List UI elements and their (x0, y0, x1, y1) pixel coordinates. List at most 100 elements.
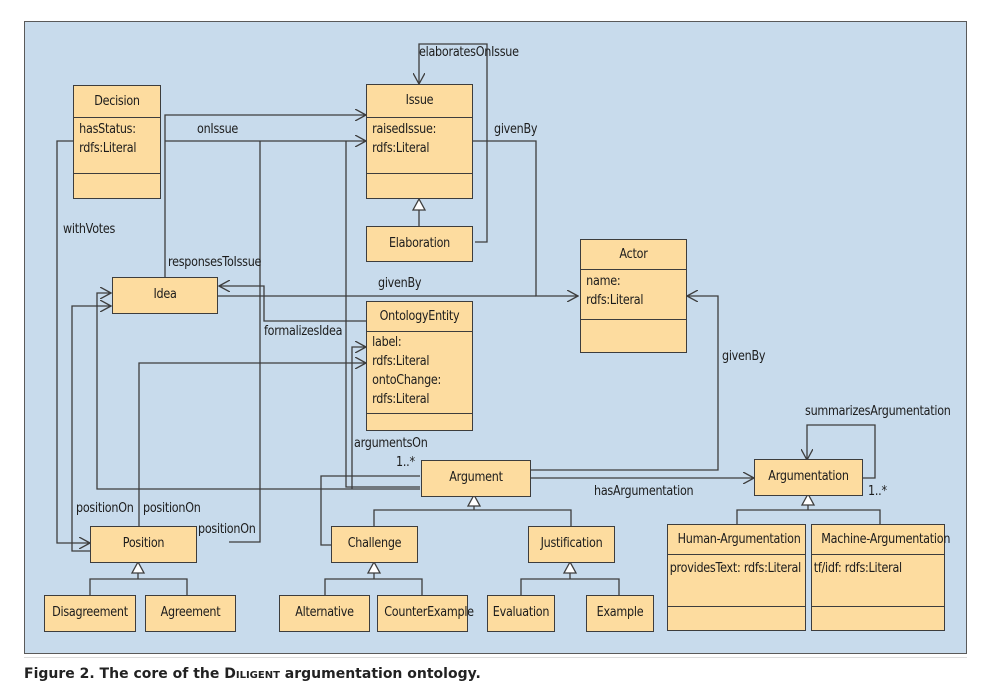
label-responses-to-issue: responsesToIssue (168, 255, 262, 270)
label-argumentation-multiplicity: 1..* (868, 484, 887, 499)
class-ontology-entity: OntologyEntity label: rdfs:Literal ontoC… (366, 301, 473, 431)
class-argument-name: Argument (449, 470, 503, 485)
class-position: Position (90, 526, 197, 563)
class-alternative-name: Alternative (295, 605, 354, 620)
divider (812, 606, 944, 607)
class-example: Example (586, 595, 654, 632)
class-counter-example: CounterExample (377, 595, 474, 632)
class-machine-argumentation-name: Machine-Argumentation (821, 532, 951, 547)
attribute: rdfs:Literal (79, 141, 137, 156)
generalization-triangle-argument (466, 493, 482, 507)
class-issue: Issue raisedIssue: rdfs:Literal (366, 84, 473, 199)
class-example-name: Example (596, 605, 644, 620)
caption-prefix: Figure 2. The core of the (24, 666, 225, 682)
attribute: name: (586, 274, 621, 289)
class-elaboration-name: Elaboration (388, 236, 450, 251)
generalization-triangle-justification (562, 560, 578, 574)
divider (367, 173, 472, 174)
class-agreement: Agreement (145, 595, 236, 632)
caption-brand: Diligent (224, 666, 280, 682)
divider (581, 269, 686, 270)
class-elaboration: Elaboration (366, 226, 473, 262)
attribute: rdfs:Literal (586, 293, 644, 308)
edge-position-hierarchy (89, 573, 188, 595)
class-justification-name: Justification (540, 536, 603, 551)
label-arguments-on: argumentsOn (354, 436, 428, 451)
label-given-by-idea: givenBy (378, 276, 422, 291)
class-idea: Idea (112, 277, 218, 314)
label-position-on-2: positionOn (143, 501, 201, 516)
class-human-argumentation-name: Human-Argumentation (677, 532, 801, 547)
attribute: rdfs:Literal (372, 354, 430, 369)
label-with-votes: withVotes (63, 222, 116, 237)
class-argumentation-name: Argumentation (768, 469, 849, 484)
class-agreement-name: Agreement (160, 605, 221, 620)
class-disagreement: Disagreement (44, 595, 136, 632)
label-given-by-argument: givenBy (722, 349, 766, 364)
class-position-name: Position (122, 536, 165, 551)
edge-issue-given-by (473, 140, 578, 296)
attribute: ontoChange: (372, 373, 442, 388)
class-argument: Argument (421, 460, 531, 497)
generalization-triangle-challenge (366, 560, 382, 574)
divider (74, 173, 160, 174)
edge-argument-on-idea (96, 293, 420, 490)
label-position-on-1: positionOn (76, 501, 134, 516)
divider (668, 606, 805, 607)
attribute: rdfs:Literal (372, 392, 430, 407)
edge-argument-hierarchy (373, 506, 572, 527)
class-challenge: Challenge (331, 526, 418, 563)
class-machine-argumentation: Machine-Argumentation tf/idf: rdfs:Liter… (811, 524, 951, 631)
caption-suffix: argumentation ontology. (279, 666, 481, 682)
edge-justification-hierarchy (520, 573, 620, 595)
edge-summarizes-argumentation (807, 424, 876, 479)
class-actor-name: Actor (619, 247, 648, 262)
figure-caption: Figure 2. The core of the Diligent argum… (24, 666, 481, 682)
class-evaluation: Evaluation (487, 595, 555, 632)
divider (367, 331, 472, 332)
label-position-on-3: positionOn (198, 522, 256, 537)
attribute: tf/idf: rdfs:Literal (813, 561, 902, 576)
class-alternative: Alternative (279, 595, 370, 632)
attribute: hasStatus: (79, 122, 136, 137)
generalization-triangle-position (130, 560, 146, 574)
divider (581, 319, 686, 320)
class-decision: Decision hasStatus: rdfs:Literal (73, 85, 161, 199)
edge-arguments-on (351, 347, 366, 489)
class-counter-example-name: CounterExample (384, 605, 474, 620)
edge-position-on-idea (71, 306, 111, 552)
class-human-argumentation: Human-Argumentation providesText: rdfs:L… (667, 524, 806, 631)
label-elaborates-on-issue: elaboratesOnIssue (419, 45, 519, 60)
edge-responses-to-issue (164, 115, 366, 278)
divider (668, 554, 805, 555)
class-ontology-entity-name: OntologyEntity (379, 309, 460, 324)
edge-challenge-argument (320, 475, 420, 546)
divider (367, 413, 472, 414)
class-disagreement-name: Disagreement (52, 605, 128, 620)
edge-argumentation-hierarchy (736, 505, 881, 524)
generalization-triangle-argumentation (800, 492, 816, 506)
divider (367, 117, 472, 118)
label-has-argumentation: hasArgumentation (594, 484, 694, 499)
edge-argument-given-by (531, 296, 719, 471)
class-evaluation-name: Evaluation (492, 605, 550, 620)
attribute: label: (372, 335, 402, 350)
label-arguments-on-multiplicity: 1..* (396, 455, 415, 470)
attribute: raisedIssue: (372, 122, 437, 137)
class-decision-name: Decision (94, 94, 140, 109)
attribute: providesText: rdfs:Literal (669, 561, 801, 576)
edge-position-on-ontology (138, 363, 366, 526)
generalization-triangle-issue (411, 197, 427, 211)
edge-challenge-hierarchy (324, 573, 423, 595)
edge-elaborates-on-issue (419, 43, 488, 243)
edge-with-votes (56, 140, 90, 543)
class-justification: Justification (528, 526, 615, 563)
attribute: rdfs:Literal (372, 141, 430, 156)
label-on-issue: onIssue (197, 122, 239, 137)
edge-formalizes-idea (219, 286, 366, 322)
class-challenge-name: Challenge (347, 536, 402, 551)
edge-position-on-issue (229, 141, 261, 543)
label-summarizes-argumentation: summarizesArgumentation (805, 404, 951, 419)
